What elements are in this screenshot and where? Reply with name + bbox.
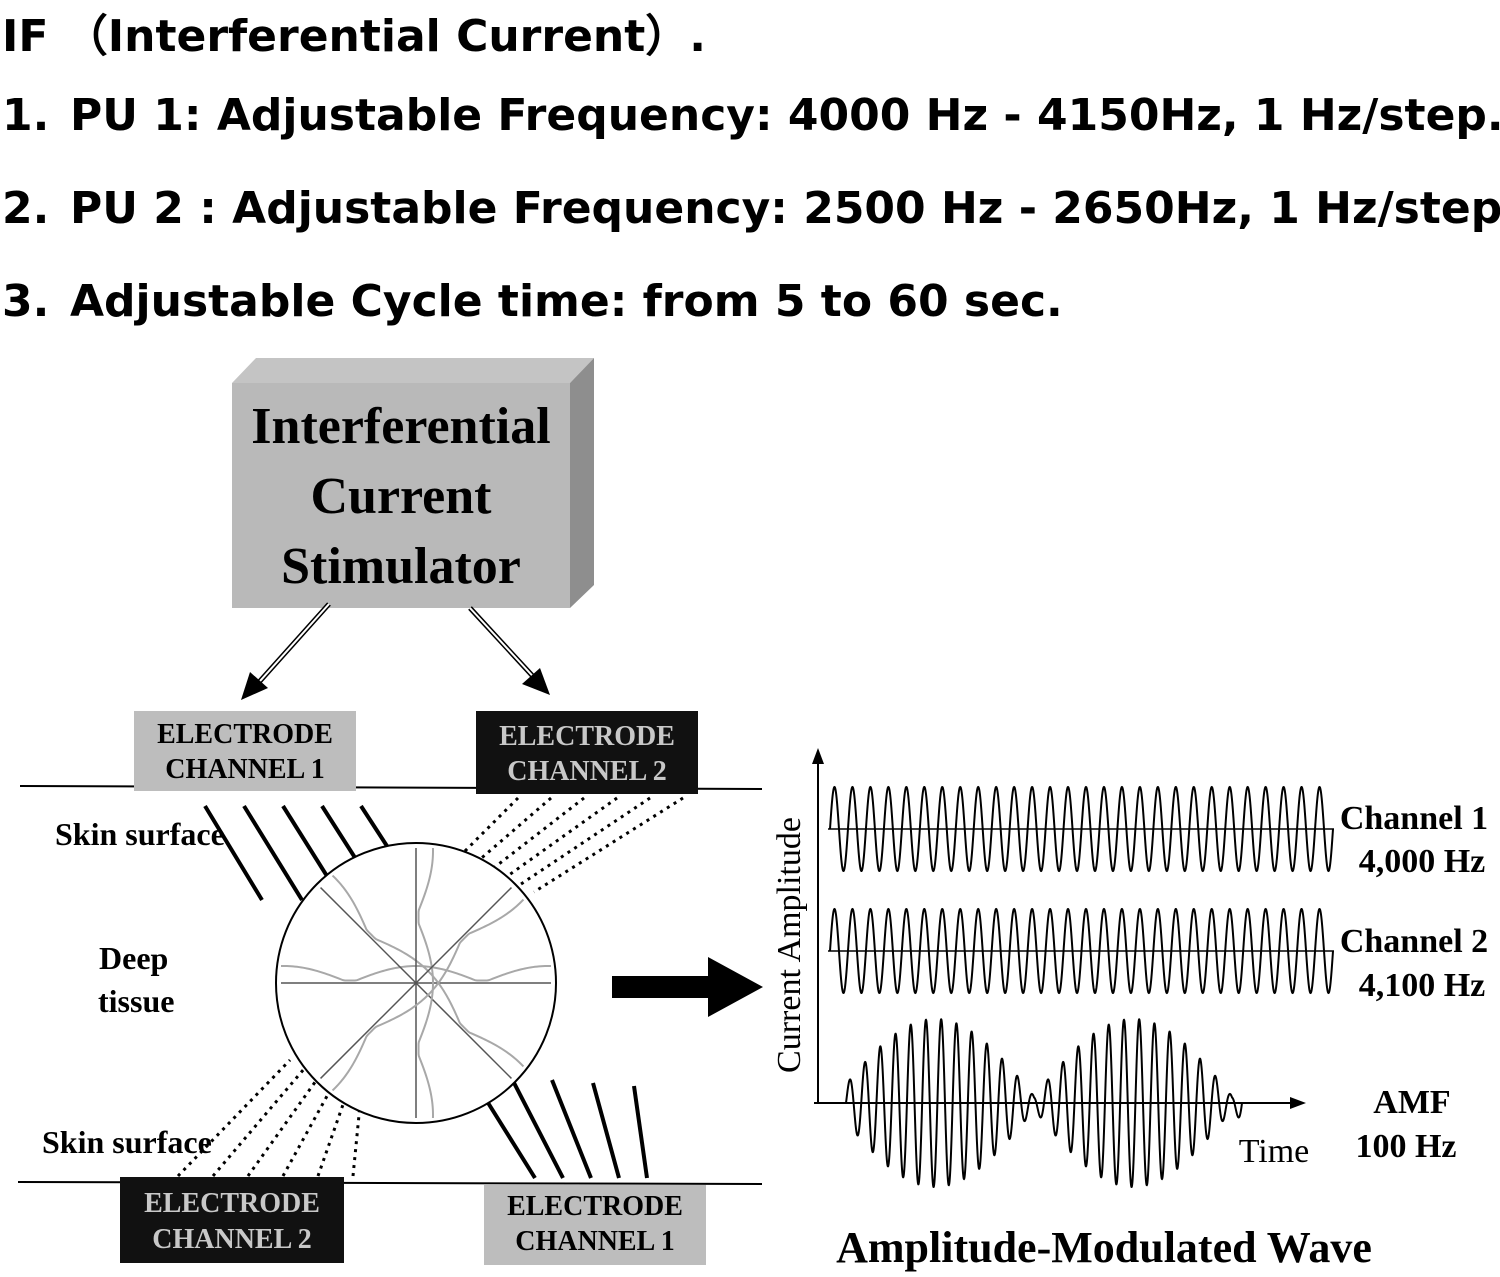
channel-2-line xyxy=(533,796,684,894)
electrode-top-left: ELECTRODE CHANNEL 1 xyxy=(134,711,356,791)
page-title: IF （Interferential Current）. xyxy=(2,11,706,62)
spec-item-1: 1. PU 1: Adjustable Frequency: 4000 Hz - … xyxy=(2,90,1500,141)
channel-1-line xyxy=(591,1082,621,1179)
wave-axis xyxy=(320,887,512,1079)
channel-2-line xyxy=(246,1077,320,1177)
stimulator-title-line2: Current xyxy=(310,468,492,525)
stimulator-arrows xyxy=(241,602,550,700)
channel-2-frequency: 4,100 Hz xyxy=(1359,967,1486,1004)
interference-pattern xyxy=(280,847,552,1119)
amf-frequency: 100 Hz xyxy=(1355,1128,1456,1165)
channel-2-line xyxy=(281,1086,334,1177)
amf-wave xyxy=(845,1017,1243,1188)
electrode-bottom-left: ELECTRODE CHANNEL 2 xyxy=(120,1177,344,1263)
stimulator-title-line3: Stimulator xyxy=(281,538,521,595)
channel-1-line xyxy=(242,804,304,902)
waveform-caption: Amplitude-Modulated Wave xyxy=(836,1223,1372,1272)
skin-surface-label-top: Skin surface xyxy=(55,816,225,852)
channel-2-line xyxy=(469,796,552,870)
electrode-label-line1: ELECTRODE xyxy=(499,721,675,752)
stimulator-title-line1: Interferential xyxy=(251,398,550,455)
x-axis-label: Time xyxy=(1239,1133,1310,1170)
channel-2-line xyxy=(501,796,618,882)
spec-number: 3. xyxy=(2,276,50,327)
electrode-top-right: ELECTRODE CHANNEL 2 xyxy=(476,711,698,794)
electrode-label-line2: CHANNEL 1 xyxy=(165,754,324,785)
wave-spoke xyxy=(320,887,525,1092)
spec-item-2: 2. PU 2 : Adjustable Frequency: 2500 Hz -… xyxy=(2,183,1500,234)
channel-1-line xyxy=(203,804,264,902)
y-axis-arrow xyxy=(812,748,824,764)
spec-text: PU 2 : Adjustable Frequency: 2500 Hz - 2… xyxy=(70,183,1500,234)
channel-2-current-path xyxy=(176,796,684,1178)
electrode-label-line1: ELECTRODE xyxy=(157,719,333,750)
spec-text: Adjustable Cycle time: from 5 to 60 sec. xyxy=(70,276,1063,327)
channel-1-frequency: 4,000 Hz xyxy=(1359,843,1486,880)
electrode-label-line1: ELECTRODE xyxy=(507,1191,683,1222)
skin-surface-label-bottom: Skin surface xyxy=(42,1124,212,1160)
wave-trace xyxy=(417,847,434,1119)
deep-tissue-label-line2: tissue xyxy=(98,983,174,1019)
electrode-label-line2: CHANNEL 2 xyxy=(152,1224,311,1255)
channel-2-line xyxy=(485,796,585,876)
channel-1-line xyxy=(550,1079,593,1179)
channel-2-line xyxy=(351,1104,362,1177)
spec-item-3: 3. Adjustable Cycle time: from 5 to 60 se… xyxy=(2,276,1063,327)
x-axis-arrow xyxy=(1290,1097,1306,1109)
electrode-label-line2: CHANNEL 1 xyxy=(515,1226,674,1257)
channel-1-name: Channel 1 xyxy=(1340,800,1488,837)
electrode-label-line2: CHANNEL 2 xyxy=(507,756,666,787)
channel-2-line xyxy=(517,796,651,888)
channel-2-name: Channel 2 xyxy=(1340,923,1488,960)
y-axis-label: Current Amplitude xyxy=(771,817,808,1073)
wave-trace xyxy=(331,898,525,1092)
channel-2-line xyxy=(316,1095,348,1177)
waveforms xyxy=(829,785,1334,1188)
channel-1-line xyxy=(632,1085,649,1179)
amf-label: AMF xyxy=(1373,1084,1450,1121)
spec-number: 2. xyxy=(2,183,50,234)
spec-text: PU 1: Adjustable Frequency: 4000 Hz - 41… xyxy=(70,90,1500,141)
spec-number: 1. xyxy=(2,90,50,141)
channel-2-line xyxy=(176,1058,292,1178)
stimulator-box: Interferential Current Stimulator xyxy=(232,358,594,608)
electrode-label-line1: ELECTRODE xyxy=(144,1188,320,1219)
channel-1-line xyxy=(509,1076,565,1179)
deep-tissue-label-line1: Deep xyxy=(99,940,168,976)
result-arrow xyxy=(612,957,763,1017)
electrode-bottom-right: ELECTRODE CHANNEL 1 xyxy=(484,1185,706,1265)
